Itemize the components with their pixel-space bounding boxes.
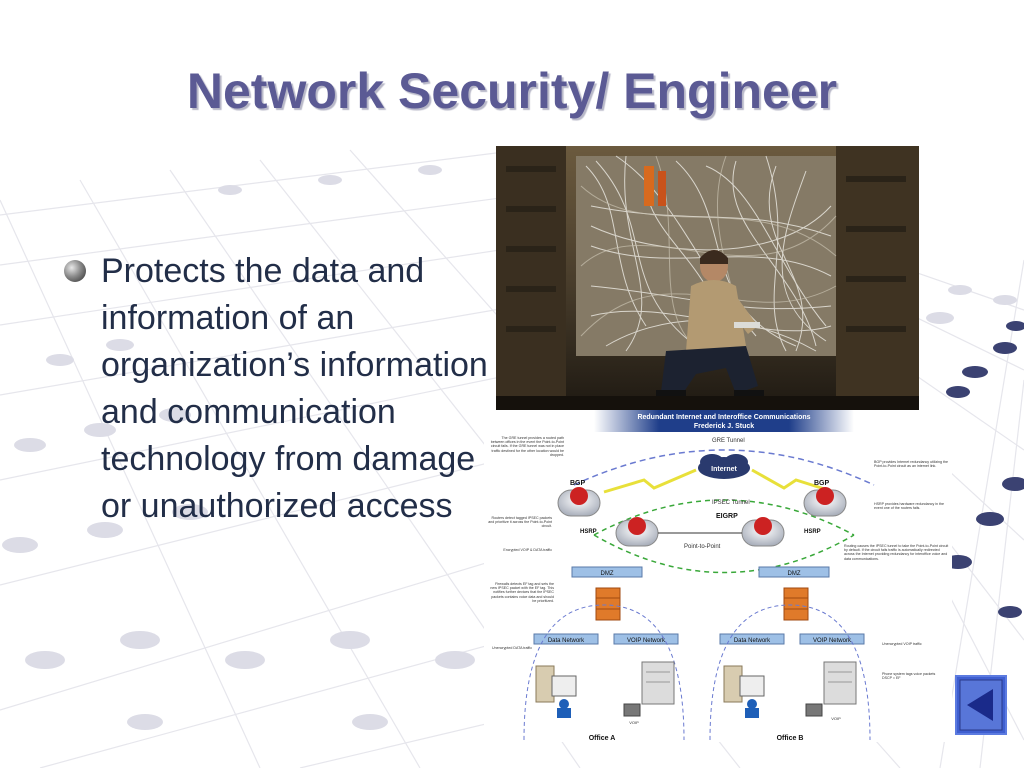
data-network-a-bar: [533, 633, 599, 645]
note-unencrypted-voip: Unencrypted VOIP traffic: [882, 642, 922, 646]
dmz-left-bar: [571, 566, 643, 578]
slide-title: Network Security/ Engineer: [186, 63, 838, 119]
diagram-header-author: Frederick J. Stuck: [694, 423, 754, 430]
eigrp-router-left-icon: [615, 517, 659, 547]
network-diagram: Redundant Internet and Interoffice Commu…: [484, 410, 952, 742]
voip-network-b-label: VOIP Network: [813, 638, 852, 644]
back-arrow-icon: [959, 679, 1003, 731]
hsrp-right-label: HSRP: [804, 529, 821, 535]
internet-cloud-icon: [698, 454, 750, 479]
bgp-router-right-icon: [803, 487, 847, 517]
voip-network-b-bar: [799, 633, 865, 645]
voip-network-a-bar: [613, 633, 679, 645]
voip-network-a-label: VOIP Network: [627, 638, 666, 644]
voip-a-label: VOIP: [629, 720, 639, 725]
data-network-a-label: Data Network: [548, 638, 585, 644]
office-a-label: Office A: [589, 735, 616, 742]
bgp-router-left-icon: [557, 487, 601, 517]
firewall-left-icon: [595, 587, 621, 621]
ipsec-tunnel-path: [593, 499, 855, 536]
phone-b-icon: [805, 703, 823, 717]
bgp-right-label: BGP: [814, 480, 830, 487]
firewall-right-icon: [783, 587, 809, 621]
data-network-b-bar: [719, 633, 785, 645]
diagram-header-title: Redundant Internet and Interoffice Commu…: [637, 414, 810, 421]
note-phone: Phone system tags voice packets DSCP = E…: [882, 672, 935, 680]
server-b-icon: [823, 661, 857, 705]
dmz-right-label: DMZ: [788, 571, 801, 577]
internet-label: Internet: [711, 466, 737, 473]
ipsec-tunnel-label: IPSEC Tunnel: [712, 500, 750, 506]
internet-link-left: [603, 468, 697, 494]
dmz-right-bar: [758, 566, 830, 578]
voip-b-label: VOIP: [831, 716, 841, 721]
eigrp-label: EIGRP: [716, 513, 738, 520]
workstation-b-icon: [723, 665, 765, 718]
phone-a-icon: [623, 703, 641, 717]
gre-tunnel-label: GRE Tunnel: [712, 438, 745, 444]
point-to-point-label: Point-to-Point: [684, 544, 721, 550]
note-routing: Routing causes the IPSEC tunnel to take …: [844, 544, 948, 561]
office-a-boundary: [523, 604, 685, 741]
data-network-b-label: Data Network: [734, 638, 771, 644]
internet-link-right: [751, 468, 835, 494]
bgp-left-label: BGP: [570, 480, 586, 487]
diagram-header-bar: [594, 410, 854, 432]
bullet-item: Protects the data and information of an …: [101, 252, 488, 525]
server-room-photo: [496, 146, 919, 410]
note-encrypted: Encrypted VOIP & DATA traffic: [503, 548, 552, 552]
note-bgp: BGP provides Internet redundancy utilizi…: [874, 460, 948, 468]
note-routers: Routers detect tagged IPSEC packets and …: [488, 516, 552, 528]
note-gre: The GRE tunnel provides a routed path be…: [491, 436, 564, 457]
note-firewalls: Firewalls detects EF tag and sets the ne…: [490, 582, 554, 603]
workstation-a-icon: [535, 665, 577, 718]
sphere-bullet-icon: [64, 260, 86, 282]
eigrp-router-right-icon: [741, 517, 785, 547]
gre-tunnel-path: [573, 449, 875, 486]
hsrp-left-label: HSRP: [580, 529, 597, 535]
office-b-label: Office B: [777, 735, 804, 742]
ipsec-tunnel-path-lower: [593, 534, 855, 574]
note-hsrp: HSRP provides hardware redundancy in the…: [874, 502, 944, 510]
back-button[interactable]: [955, 675, 1007, 735]
note-unencrypted-data: Unencrypted DATA traffic: [492, 646, 532, 650]
dmz-left-label: DMZ: [601, 571, 614, 577]
office-b-boundary: [709, 604, 871, 741]
server-a-icon: [641, 661, 675, 705]
